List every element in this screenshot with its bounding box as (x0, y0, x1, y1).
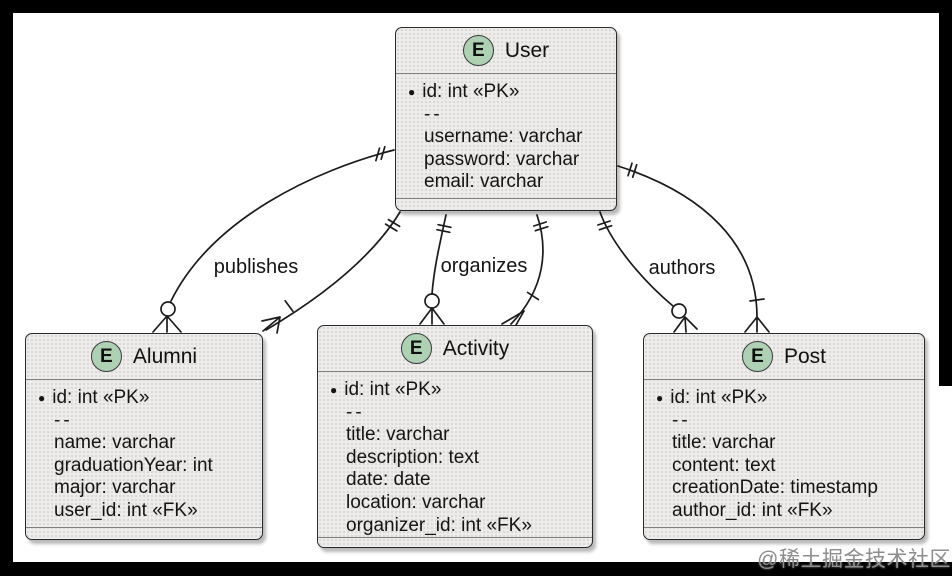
cardinality-crow-foot-marker (261, 316, 281, 334)
primary-key-attribute: ● id: int «PK» (38, 387, 254, 410)
cardinality-crow-foot-marker (744, 316, 770, 333)
entity-title: Activity (442, 336, 510, 360)
attribute-separator: -- (346, 401, 365, 423)
primary-key-attribute: ● id: int «PK» (656, 387, 916, 410)
entity-footer (318, 537, 592, 549)
pk-bullet-icon: ● (408, 85, 416, 100)
pk-bullet-icon: ● (656, 391, 664, 406)
relationship-label-authors: authors (648, 257, 716, 279)
entity-alumni-header: E Alumni (26, 334, 262, 380)
cardinality-crow-foot-marker (419, 307, 445, 325)
frame-border-bottom (0, 562, 952, 576)
entity-activity: E Activity ● id: int «PK» -- title: varc… (317, 325, 593, 548)
entity-attribute: major: varchar (54, 477, 176, 499)
pk-bullet-icon: ● (330, 383, 338, 398)
relationship-authors-lines (597, 162, 770, 333)
entity-attribute: title: varchar (346, 424, 450, 446)
organizes-curve-1 (431, 214, 447, 295)
cardinality-one-tick-marker (749, 298, 765, 302)
entity-user-header: E User (396, 28, 616, 74)
cardinality-exactly-one-marker (627, 162, 638, 179)
primary-key-attribute: ● id: int «PK» (408, 81, 608, 104)
entity-attribute: name: varchar (54, 432, 176, 454)
watermark-text: @稀土掘金技术社区 (757, 548, 951, 571)
pk-attribute-text: id: int «PK» (344, 379, 442, 400)
entity-attribute: title: varchar (672, 432, 776, 454)
entity-footer (26, 527, 262, 539)
frame-border-top (0, 0, 952, 13)
cardinality-one-tick-marker (284, 299, 294, 313)
cardinality-crow-foot-marker (152, 315, 182, 333)
cardinality-exactly-one-marker (532, 221, 549, 232)
entity-attribute: user_id: int «FK» (54, 499, 198, 521)
entity-attribute: password: varchar (424, 148, 580, 170)
cardinality-zero-circle-marker (424, 293, 440, 309)
cardinality-crow-foot-marker (673, 316, 698, 333)
entity-footer (644, 527, 924, 539)
entity-attribute: content: text (672, 454, 776, 476)
entity-activity-header: E Activity (318, 326, 592, 372)
entity-footer (396, 198, 616, 210)
cardinality-exactly-one-marker (384, 218, 401, 232)
entity-title: Alumni (132, 344, 198, 368)
entity-icon: E (400, 333, 432, 364)
cardinality-exactly-one-marker (436, 223, 452, 234)
entity-title: User (504, 38, 550, 62)
entity-alumni: E Alumni ● id: int «PK» -- name: varchar… (25, 333, 263, 540)
pk-bullet-icon: ● (38, 391, 46, 406)
publishes-curve-1 (170, 149, 395, 302)
publishes-curve-2 (265, 211, 401, 331)
relationship-publishes-lines (152, 145, 401, 334)
pk-attribute-text: id: int «PK» (52, 387, 150, 408)
attribute-separator: -- (672, 409, 691, 431)
cardinality-exactly-one-marker (597, 220, 613, 231)
entity-attribute: description: text (346, 446, 480, 468)
cardinality-zero-circle-marker (671, 303, 687, 319)
relationship-label-publishes: publishes (213, 256, 299, 278)
primary-key-attribute: ● id: int «PK» (330, 379, 584, 402)
pk-attribute-text: id: int «PK» (670, 387, 768, 408)
pk-attribute-text: id: int «PK» (422, 81, 520, 102)
entity-attribute: organizer_id: int «FK» (346, 514, 532, 536)
entity-attribute: username: varchar (424, 126, 583, 148)
entity-attribute: author_id: int «FK» (672, 499, 833, 521)
frame-border-left (0, 0, 13, 576)
cardinality-one-tick-marker (526, 291, 540, 301)
relationship-organizes-lines (419, 214, 549, 326)
cardinality-crow-foot-marker (501, 310, 525, 326)
entity-attribute: graduationYear: int (54, 454, 213, 476)
entity-attribute: date: date (346, 469, 431, 491)
relationship-label-organizes: organizes (440, 255, 528, 277)
entity-post-header: E Post (644, 334, 924, 380)
entity-icon: E (741, 341, 773, 372)
entity-icon: E (90, 341, 122, 372)
cardinality-zero-circle-marker (160, 301, 176, 317)
cardinality-exactly-one-marker (375, 145, 386, 162)
entity-title: Post (783, 344, 827, 368)
frame-border-right (939, 0, 952, 386)
entity-user: E User ● id: int «PK» -- username: varch… (395, 27, 617, 211)
entity-attribute: location: varchar (346, 491, 486, 513)
attribute-separator: -- (54, 409, 73, 431)
entity-attribute: creationDate: timestamp (672, 477, 878, 499)
authors-curve-2 (617, 165, 758, 318)
entity-icon: E (462, 35, 494, 66)
entity-attribute: email: varchar (424, 171, 544, 193)
attribute-separator: -- (424, 103, 443, 125)
